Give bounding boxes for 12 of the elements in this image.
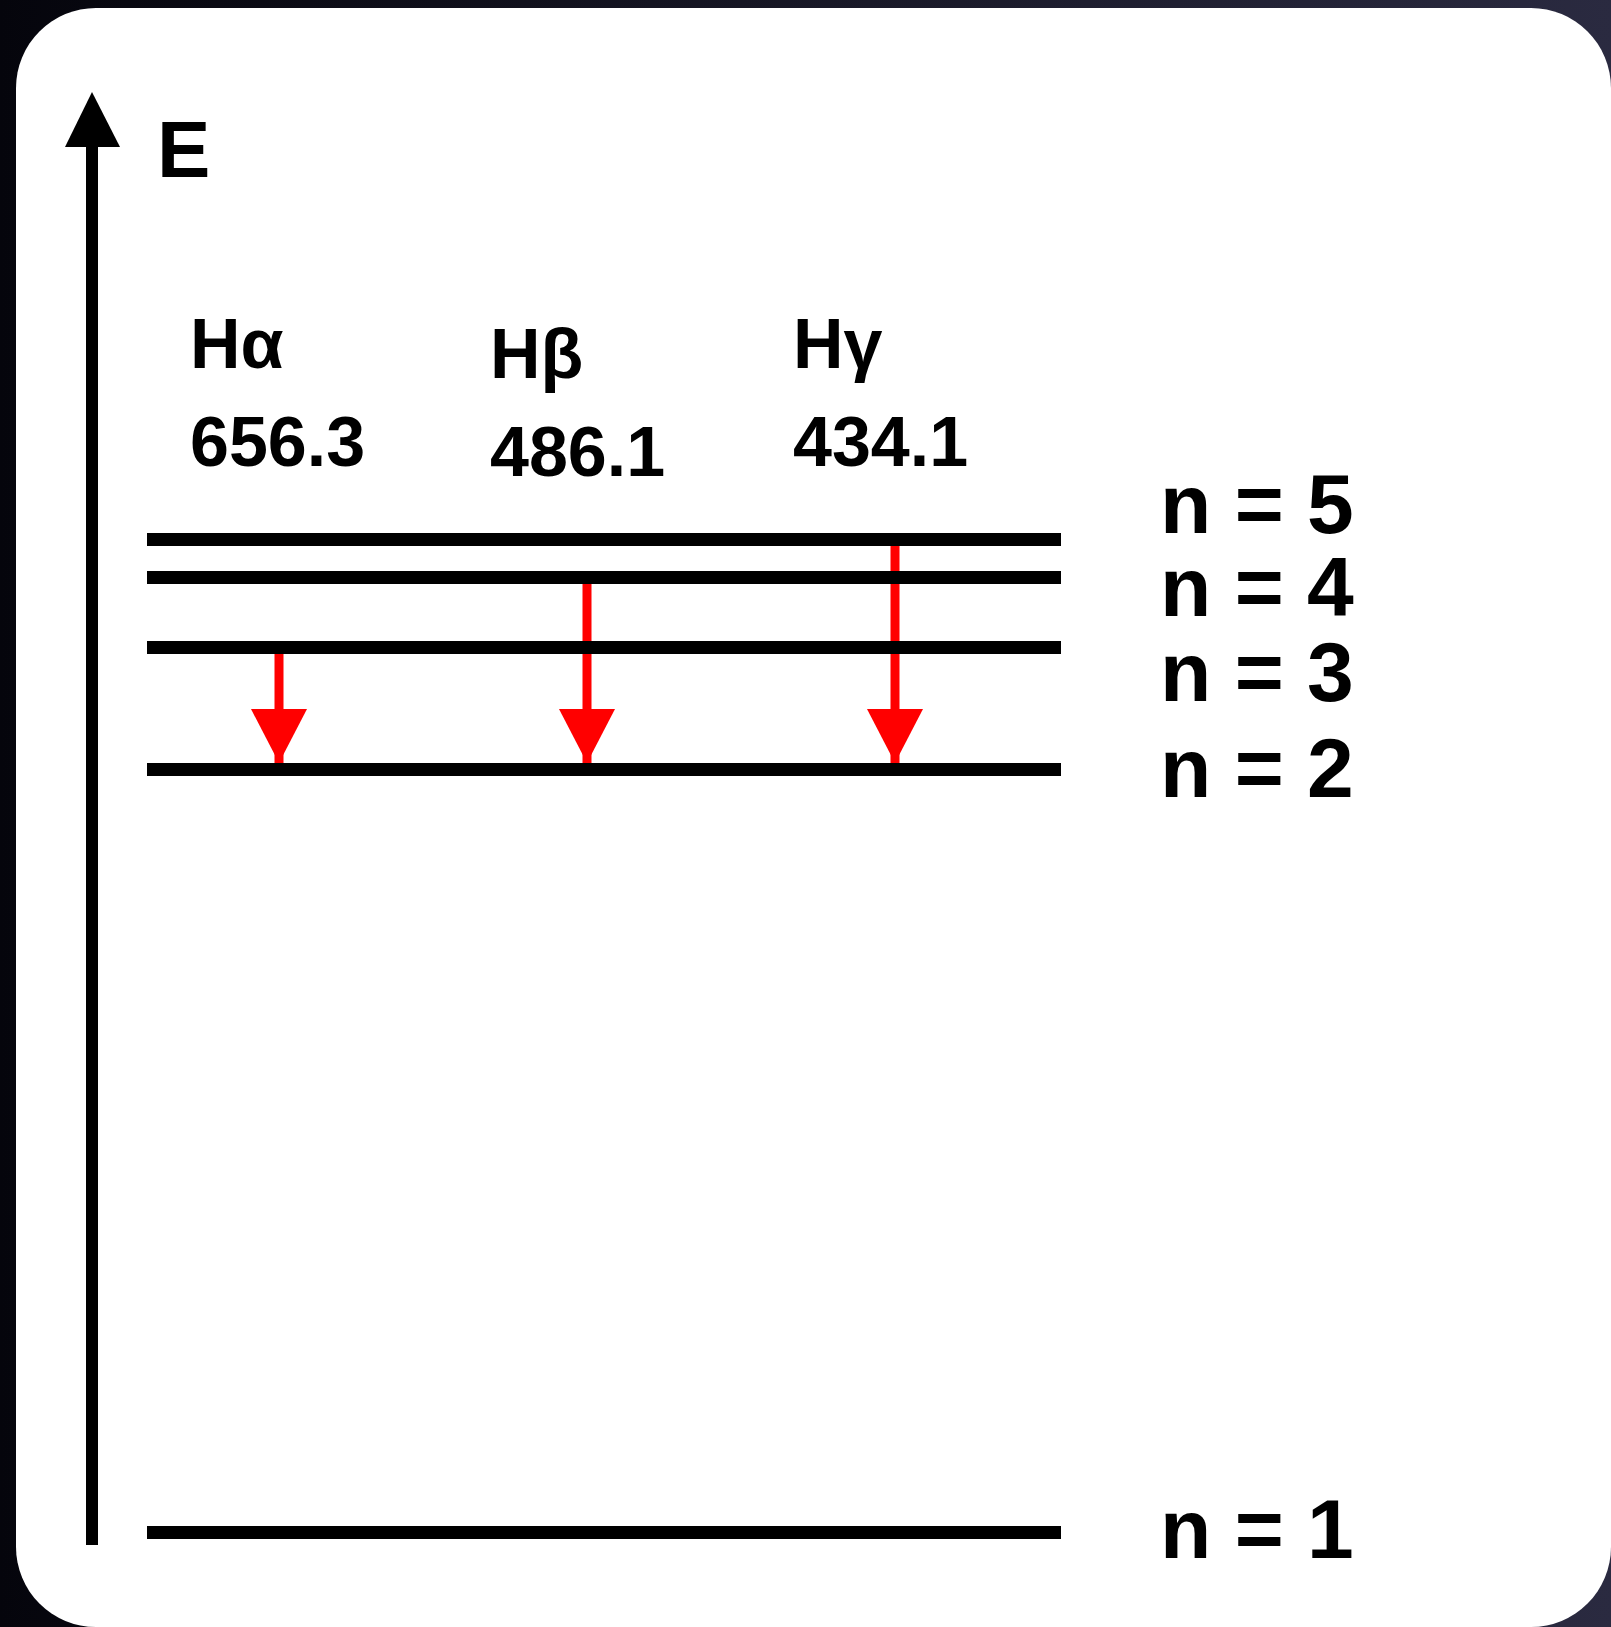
level-label: n = 1 xyxy=(1160,1487,1354,1571)
edge-label: Hα 656.3 xyxy=(190,304,367,483)
edge-label: Hγ 434.1 xyxy=(793,304,970,483)
level-label: n = 4 xyxy=(1160,545,1354,629)
edge-label: Hβ 486.1 xyxy=(490,314,667,493)
transition-arrow xyxy=(867,546,923,763)
level-label: n = 5 xyxy=(1160,462,1354,546)
level-label: n = 2 xyxy=(1160,726,1354,810)
transition-arrow xyxy=(559,584,615,763)
level-label: n = 3 xyxy=(1160,630,1354,714)
axis-label: E xyxy=(157,110,211,190)
transition-arrow xyxy=(251,654,307,763)
